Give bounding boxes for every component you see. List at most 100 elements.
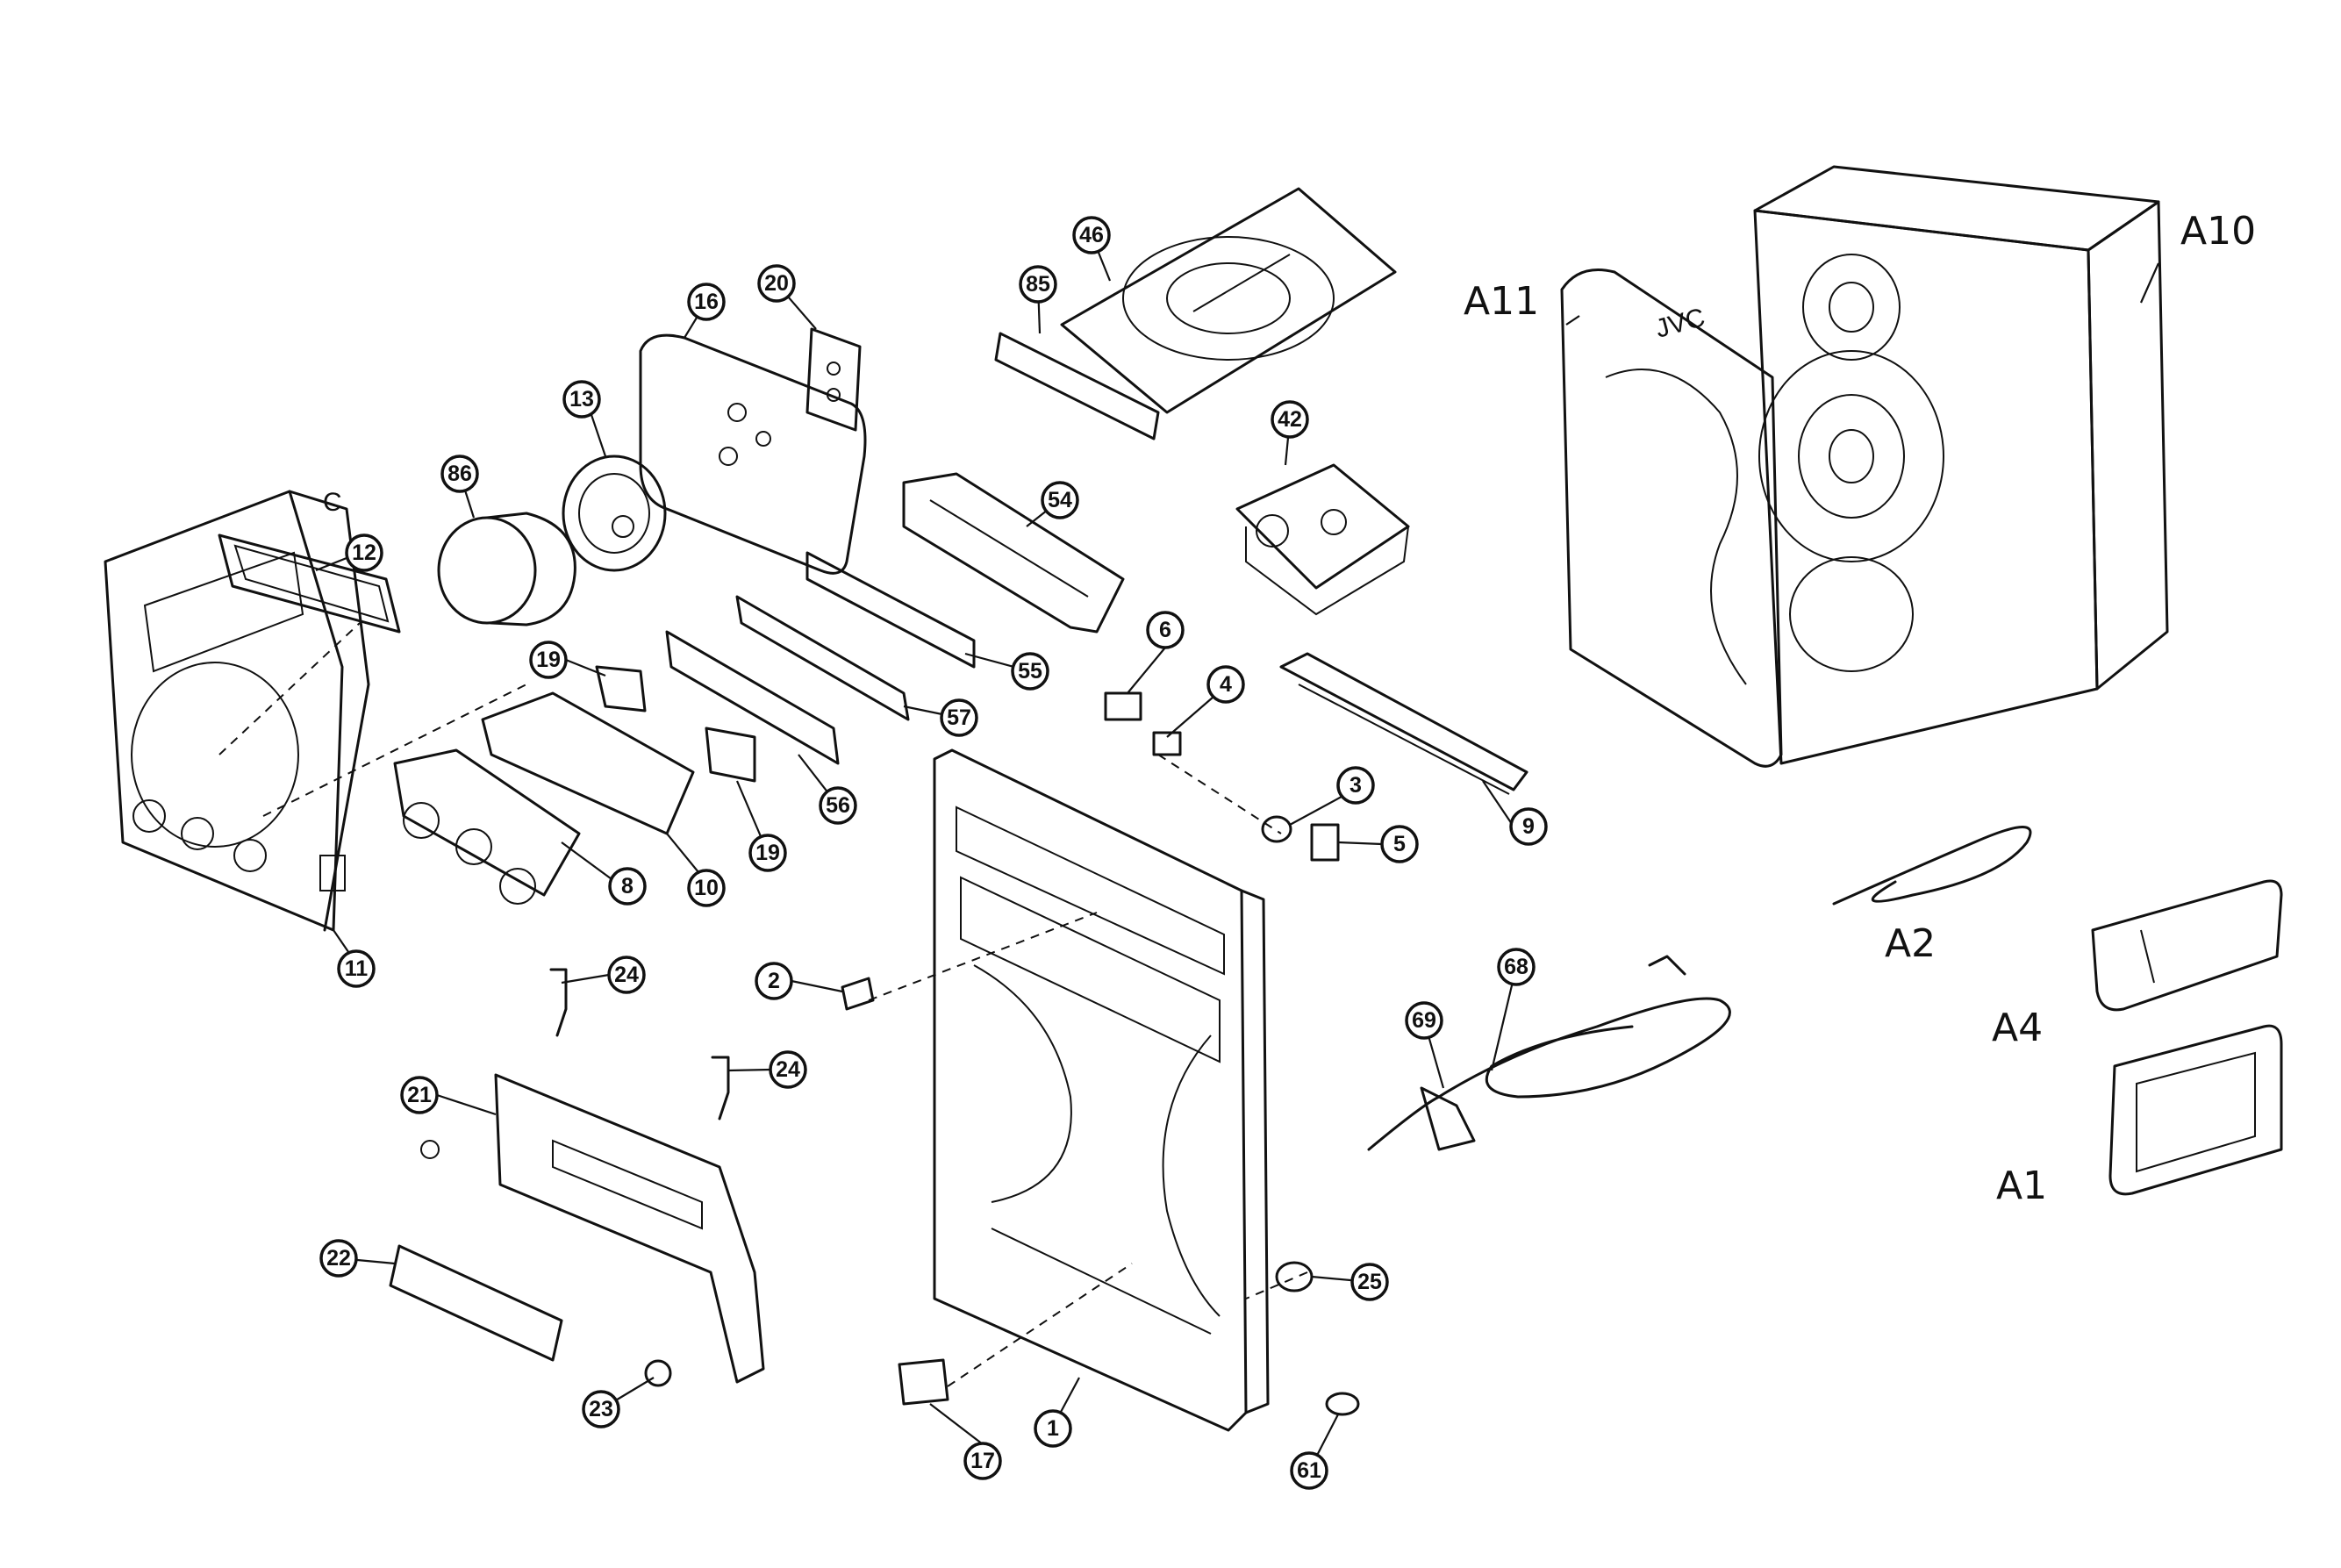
callout-9: 9: [1509, 807, 1548, 846]
callout-25: 25: [1350, 1263, 1389, 1301]
svg-text:2: 2: [768, 969, 780, 993]
callout-24b: 24: [769, 1050, 807, 1089]
part-main-chassis: [933, 748, 1270, 1432]
callout-17: 17: [963, 1442, 1002, 1480]
part-switch-boards: [393, 691, 695, 905]
svg-text:10: 10: [694, 876, 719, 900]
svg-text:85: 85: [1026, 272, 1050, 297]
part-small-blocks: [595, 665, 756, 783]
callout-4: 4: [1206, 665, 1245, 704]
callout-54: 54: [1041, 481, 1079, 519]
callout-6: 6: [1146, 611, 1185, 649]
label-a1: A1: [1996, 1163, 2047, 1208]
part-small-switches: [1104, 691, 1340, 862]
callout-5: 5: [1380, 825, 1419, 863]
svg-text:42: 42: [1278, 407, 1302, 432]
part-small-bracket: [805, 327, 862, 432]
svg-text:24: 24: [776, 1057, 800, 1082]
svg-text:16: 16: [694, 290, 719, 314]
svg-text:5: 5: [1393, 832, 1406, 856]
part-antenna-wire: [1832, 826, 2032, 906]
callout-85: 85: [1019, 265, 1057, 304]
svg-text:1: 1: [1047, 1416, 1059, 1441]
callout-57: 57: [940, 698, 978, 737]
svg-text:56: 56: [826, 793, 850, 818]
svg-text:8: 8: [621, 874, 634, 899]
part-power-cord: [1367, 955, 1731, 1151]
svg-text:4: 4: [1220, 672, 1232, 697]
svg-text:22: 22: [326, 1246, 351, 1271]
part-small-hardware: [420, 968, 1360, 1416]
svg-text:20: 20: [764, 271, 789, 296]
svg-text:13: 13: [569, 387, 594, 412]
part-cd-tray: [1060, 187, 1397, 414]
callout-42: 42: [1271, 400, 1309, 439]
svg-text:11: 11: [345, 956, 369, 981]
callout-1: 1: [1034, 1409, 1072, 1448]
part-display-plate: [389, 1244, 563, 1362]
callout-19b: 19: [748, 834, 787, 872]
callout-2: 2: [755, 962, 793, 1000]
svg-text:24: 24: [614, 963, 639, 987]
label-c: C: [323, 488, 342, 517]
callout-86: 86: [440, 455, 479, 493]
part-window-panels: [665, 551, 976, 765]
part-knob: [437, 512, 576, 626]
svg-text:19: 19: [755, 841, 780, 865]
callout-61: 61: [1290, 1451, 1328, 1490]
leader-lines: [315, 234, 2160, 1471]
callout-12: 12: [345, 533, 383, 572]
callout-55: 55: [1011, 652, 1049, 691]
svg-text:23: 23: [589, 1397, 613, 1421]
callout-16: 16: [687, 283, 726, 321]
callout-22: 22: [319, 1239, 358, 1278]
callout-56: 56: [819, 786, 857, 825]
label-a2: A2: [1885, 921, 1936, 966]
grille-logo: JVC: [1652, 303, 1707, 344]
callout-23: 23: [582, 1390, 620, 1428]
svg-text:46: 46: [1079, 223, 1104, 247]
svg-text:3: 3: [1349, 773, 1362, 798]
svg-text:19: 19: [536, 648, 561, 672]
svg-text:6: 6: [1159, 618, 1171, 642]
callout-11: 11: [337, 949, 376, 988]
svg-text:9: 9: [1522, 814, 1535, 839]
callout-19a: 19: [529, 641, 568, 679]
part-control-panel: [1279, 652, 1528, 795]
svg-text:25: 25: [1357, 1270, 1382, 1294]
callout-3: 3: [1336, 766, 1375, 805]
part-cassette-holder: [902, 472, 1125, 634]
callout-69: 69: [1405, 1001, 1443, 1040]
part-knob-plate: [562, 455, 667, 572]
callout-46: 46: [1072, 216, 1111, 254]
part-remote: [2091, 879, 2283, 1012]
part-bracket: [639, 333, 867, 575]
callout-24a: 24: [607, 956, 646, 994]
part-speaker-grille: JVC: [1560, 268, 1783, 768]
part-speaker-box: [1753, 165, 2169, 765]
label-a4: A4: [1992, 1006, 2043, 1050]
svg-text:69: 69: [1412, 1008, 1436, 1033]
assembly-lines: [218, 622, 1308, 1387]
svg-text:21: 21: [407, 1083, 432, 1107]
callout-10: 10: [687, 869, 726, 907]
part-tuner-chassis: [494, 1073, 765, 1384]
svg-text:55: 55: [1018, 659, 1042, 684]
callout-21: 21: [400, 1076, 439, 1114]
callout-13: 13: [562, 380, 601, 419]
svg-text:61: 61: [1297, 1458, 1321, 1483]
part-mechanism: [1235, 463, 1410, 616]
callout-68: 68: [1497, 948, 1536, 986]
callout-20: 20: [757, 264, 796, 303]
part-front-cabinet: [104, 490, 370, 932]
part-loop-antenna: [2108, 1024, 2283, 1196]
svg-text:12: 12: [352, 541, 376, 565]
callout-8: 8: [608, 867, 647, 906]
label-a10: A10: [2180, 209, 2256, 254]
svg-text:57: 57: [947, 705, 971, 730]
svg-text:54: 54: [1048, 488, 1072, 512]
label-a11: A11: [1464, 279, 1539, 324]
svg-text:68: 68: [1504, 955, 1528, 979]
svg-text:17: 17: [970, 1449, 995, 1473]
